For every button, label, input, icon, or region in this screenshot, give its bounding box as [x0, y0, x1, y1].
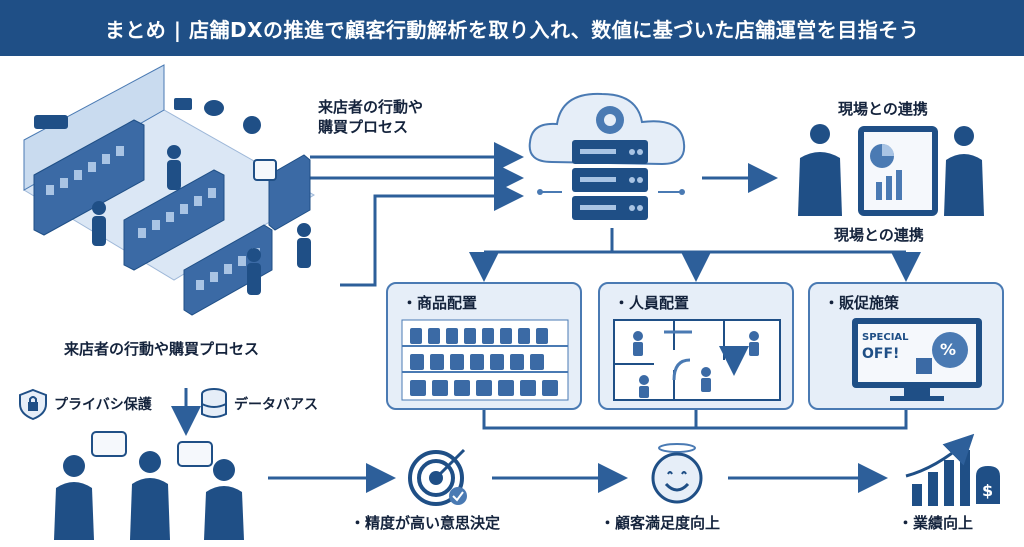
- privacy-badge: プライバシ保護: [18, 388, 152, 421]
- label-collab-bottom: 現場との連携: [834, 226, 924, 244]
- panel-promotion: ・販促施策 SPECIAL OFF! %: [808, 282, 1004, 410]
- database-label: データバアス: [234, 397, 318, 413]
- speech-bubble-icon: [177, 441, 213, 467]
- database-icon: [201, 388, 227, 418]
- page-header: まとめ | 店舗DXの推進で顧客行動解析を取り入れ、数値に基づいた店舗運営を目指…: [0, 0, 1024, 56]
- meeting-illustration: [54, 431, 244, 540]
- panel-title: ・商品配置: [402, 294, 478, 312]
- arrow-store-cloud-3: [340, 181, 524, 287]
- satisfied-face-icon: [651, 443, 703, 504]
- panel-staff-placement: ・人員配置: [598, 282, 794, 410]
- gift-icon: [916, 358, 932, 374]
- growth-chart-icon: $: [905, 433, 1000, 506]
- outcome-satisfaction: ・顧客満足度向上: [600, 514, 721, 532]
- privacy-label: プライバシ保護: [54, 397, 152, 413]
- promotion-monitor-icon: [852, 318, 982, 401]
- promo-special-text: SPECIAL: [862, 332, 909, 343]
- person-icon: [798, 124, 984, 216]
- floor-plan-icon: [613, 319, 781, 401]
- cloud-server-icon: [528, 92, 686, 220]
- promo-percent-text: %: [940, 340, 957, 359]
- target-icon: [408, 448, 467, 506]
- page-title: まとめ | 店舗DXの推進で顧客行動解析を取り入れ、数値に基づいた店舗運営を目指…: [104, 17, 920, 42]
- person-icon: [54, 451, 244, 540]
- product-shelf-icon: [401, 319, 569, 401]
- money-bag-icon: [976, 466, 1000, 504]
- camera-icon: [34, 98, 261, 134]
- outcome-performance: ・業績向上: [898, 514, 974, 532]
- speech-bubble-icon: [91, 431, 127, 457]
- shopper-icon: [92, 145, 311, 295]
- collaboration-illustration: [798, 124, 984, 216]
- svg-text:$: $: [982, 481, 993, 500]
- outcome-decision: ・精度が高い意思決定: [350, 514, 501, 532]
- promo-off-text: OFF!: [862, 346, 900, 362]
- label-collab-top: 現場との連携: [838, 100, 928, 118]
- database-badge: データバアス: [200, 388, 318, 420]
- panel-product-placement: ・商品配置: [386, 282, 582, 410]
- shield-lock-icon: [19, 388, 47, 421]
- panel-title: ・販促施策: [824, 294, 900, 312]
- label-store-to-cloud: 来店者の行動や 購買プロセス: [318, 98, 424, 136]
- kiosk-icon: [253, 159, 277, 181]
- label-store-caption: 来店者の行動や購買プロセス: [64, 340, 260, 358]
- store-illustration: [23, 64, 315, 316]
- panel-title: ・人員配置: [614, 294, 690, 312]
